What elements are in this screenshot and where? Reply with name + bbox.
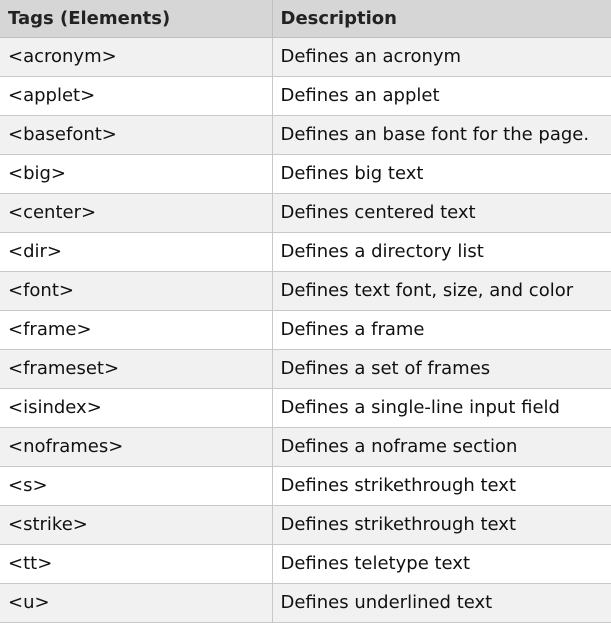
description-cell: Defines big text [271,153,611,194]
table-row: <acronym>Defines an acronym [0,36,611,77]
tag-cell: <isindex> [0,387,273,428]
description-cell: Defines an base font for the page. [271,114,611,155]
tag-cell: <u> [0,582,273,623]
tag-cell: <dir> [0,231,273,272]
description-cell: Defines a frame [271,309,611,350]
table-row: <noframes>Defines a noframe section [0,426,611,467]
description-cell: Defines a directory list [271,231,611,272]
description-cell: Defines a set of frames [271,348,611,389]
table-row: <basefont>Defines an base font for the p… [0,114,611,155]
description-cell: Defines an applet [271,75,611,116]
tag-cell: <acronym> [0,36,273,77]
table-row: <isindex>Defines a single-line input fie… [0,387,611,428]
table-header: Tags (Elements) Description [0,0,611,38]
description-cell: Defines a single-line input field [271,387,611,428]
tag-cell: <frame> [0,309,273,350]
tag-cell: <noframes> [0,426,273,467]
description-cell: Defines teletype text [271,543,611,584]
tag-cell: <big> [0,153,273,194]
tag-cell: <tt> [0,543,273,584]
description-cell: Defines strikethrough text [271,504,611,545]
tag-cell: <center> [0,192,273,233]
table-row: <strike>Defines strikethrough text [0,504,611,545]
description-cell: Defines strikethrough text [271,465,611,506]
table-row: <big>Defines big text [0,153,611,194]
table-row: <frame>Defines a frame [0,309,611,350]
description-cell: Defines a noframe section [271,426,611,467]
table-row: <applet>Defines an applet [0,75,611,116]
tag-cell: <basefont> [0,114,273,155]
table-row: <s>Defines strikethrough text [0,465,611,506]
description-cell: Defines text font, size, and color [271,270,611,311]
description-cell: Defines an acronym [271,36,611,77]
tag-cell: <applet> [0,75,273,116]
header-row: Tags (Elements) Description [0,0,611,38]
tag-cell: <strike> [0,504,273,545]
description-cell: Defines underlined text [271,582,611,623]
description-cell: Defines centered text [271,192,611,233]
tag-cell: <frameset> [0,348,273,389]
column-header-description: Description [271,0,611,38]
table-row: <frameset>Defines a set of frames [0,348,611,389]
table-row: <tt>Defines teletype text [0,543,611,584]
table-row: <u>Defines underlined text [0,582,611,623]
column-header-tags: Tags (Elements) [0,0,273,38]
table-body: <acronym>Defines an acronym<applet>Defin… [0,36,611,623]
tag-cell: <s> [0,465,273,506]
table-row: <dir>Defines a directory list [0,231,611,272]
tag-cell: <font> [0,270,273,311]
table-row: <center>Defines centered text [0,192,611,233]
table-row: <font>Defines text font, size, and color [0,270,611,311]
